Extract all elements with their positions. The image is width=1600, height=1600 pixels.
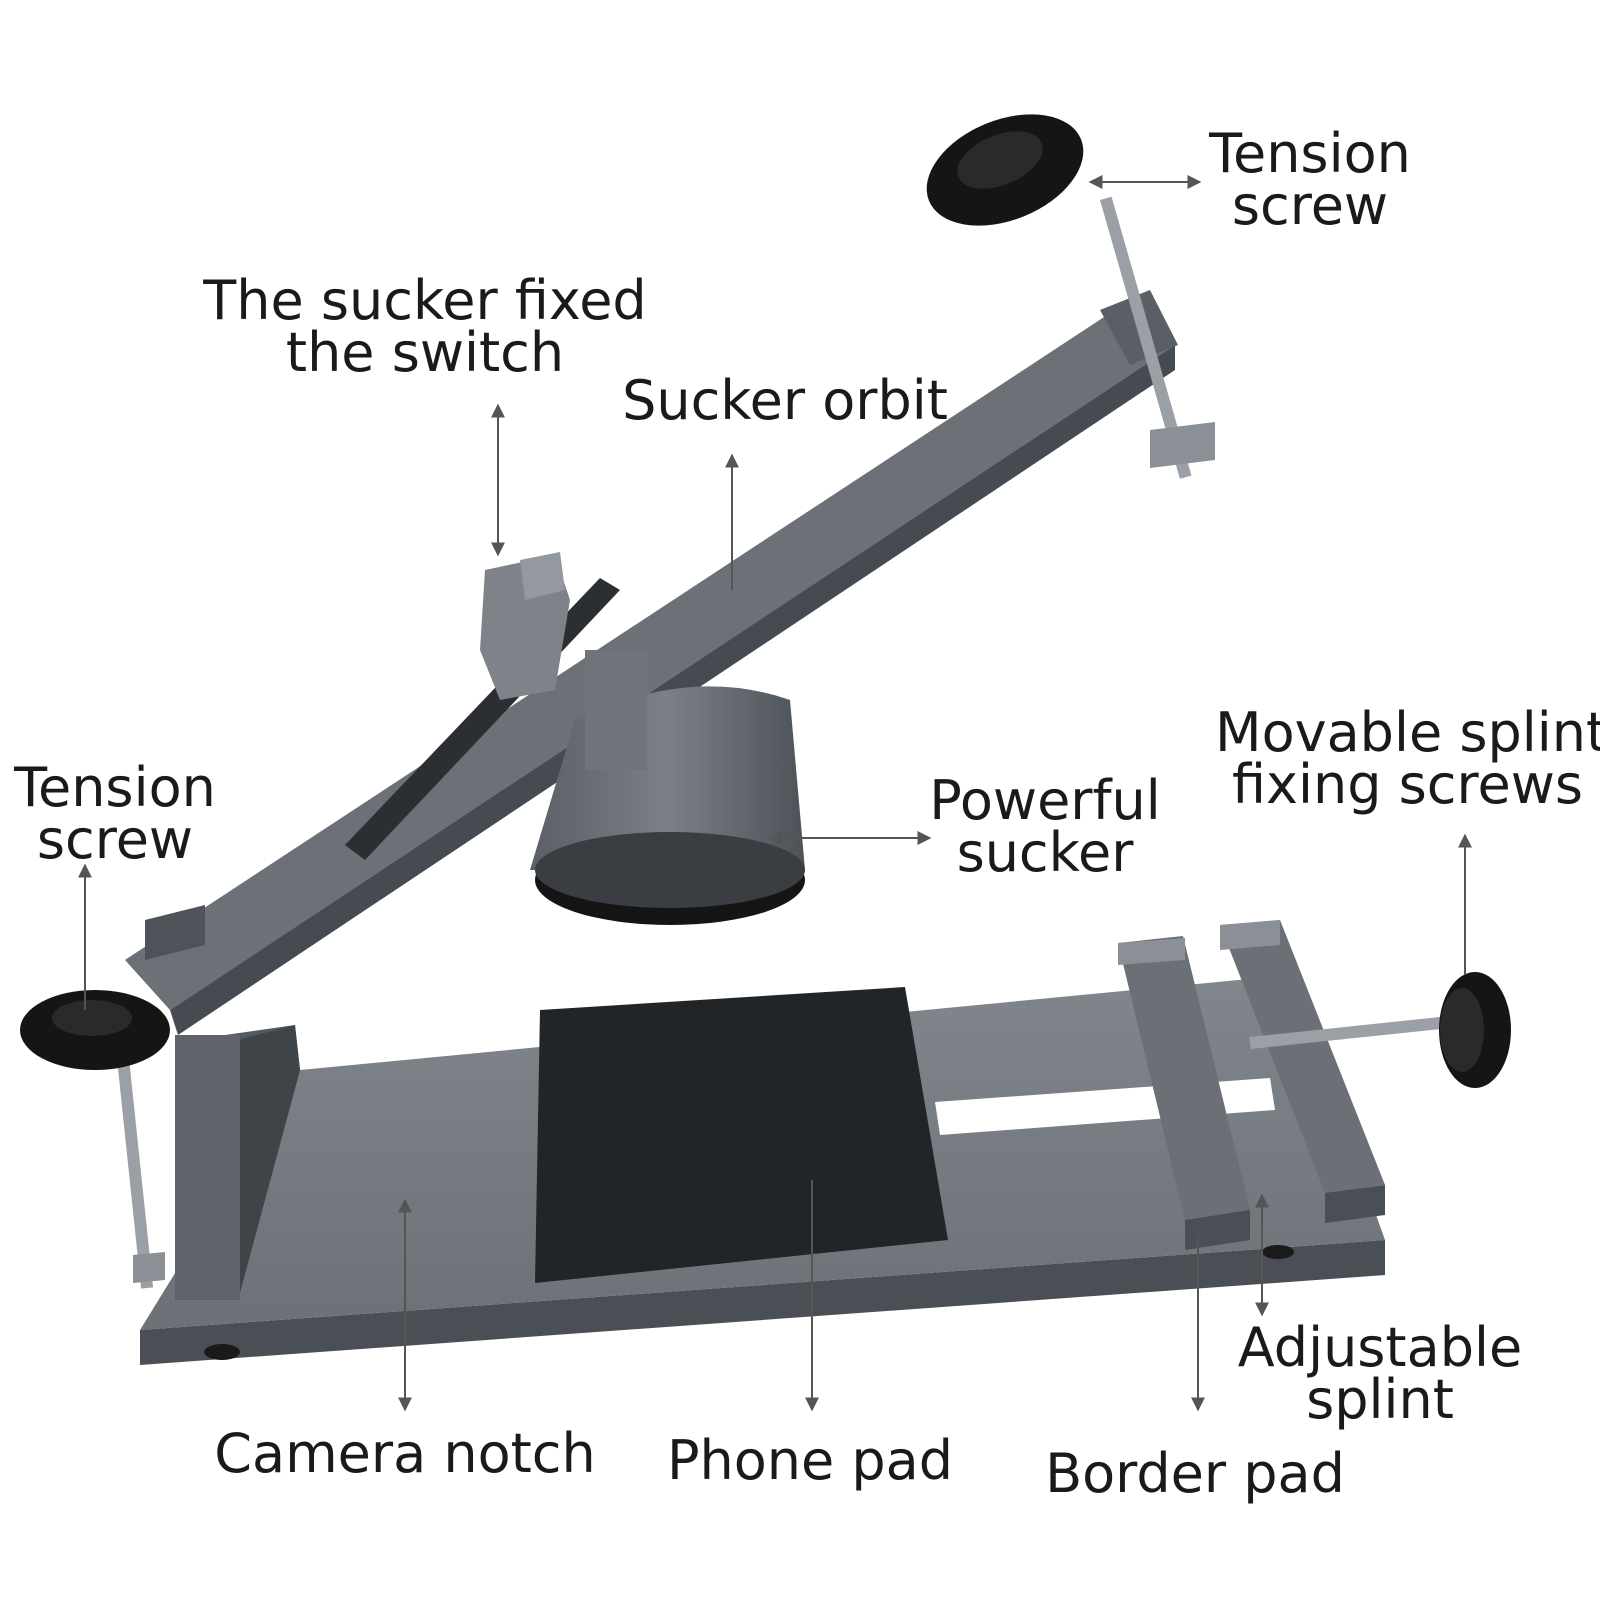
- powerful-sucker: [480, 552, 805, 925]
- border-pad-left: [175, 1025, 300, 1300]
- tension-screw-top: [926, 114, 1215, 479]
- label-sucker-orbit: Sucker orbit: [622, 369, 948, 432]
- annotation-arrows: [78, 175, 1472, 1412]
- label-phone-pad: Phone pad: [666, 1429, 954, 1492]
- movable-splint-knob: [1249, 972, 1511, 1088]
- adjustable-splint: [1118, 920, 1385, 1250]
- tension-screw-left: [20, 990, 170, 1289]
- label-border-pad: Border pad: [1045, 1442, 1345, 1505]
- phone-pad: [535, 987, 948, 1283]
- label-camera-notch: Camera notch: [214, 1422, 596, 1485]
